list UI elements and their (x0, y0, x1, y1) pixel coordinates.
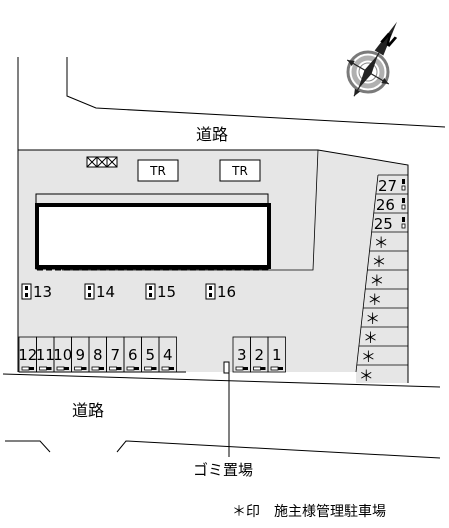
parking-space-number: 16 (217, 283, 236, 301)
transformer-2-label: TR (231, 164, 248, 178)
owner-managed-mark: ＊ (365, 310, 380, 328)
parking-space-number: 10 (53, 346, 72, 364)
parking-space: ＊ (361, 326, 408, 347)
parking-space: 4 (158, 336, 177, 373)
parking-space-number: 15 (157, 283, 176, 301)
parking-space: 26 (375, 193, 408, 214)
transformer-1-box (137, 159, 179, 182)
parking-space: 1 (267, 336, 286, 373)
parking-space: 15 (145, 283, 176, 301)
compass-icon: N (346, 21, 400, 97)
parking-space: ＊ (367, 269, 408, 290)
parking-space-number: 5 (145, 346, 155, 364)
parking-space: 14 (84, 283, 115, 301)
parking-space-number: 1 (272, 346, 282, 364)
parking-space-number: 6 (128, 346, 138, 364)
top-road-edge (66, 57, 446, 128)
owner-managed-mark: ＊ (367, 291, 382, 309)
parking-marker (84, 283, 95, 300)
parking-marker (21, 283, 32, 300)
upper-parking-row: 13 14 15 16 (21, 283, 236, 301)
parking-space: 27 (378, 174, 408, 195)
parking-space: ＊ (369, 250, 408, 271)
owner-managed-mark: ＊ (361, 348, 376, 366)
garbage-area-label: ゴミ置場 (193, 461, 253, 479)
parking-space-number: 26 (376, 196, 395, 214)
owner-managed-mark: ＊ (369, 272, 384, 290)
parking-space: 25 (373, 212, 408, 233)
transformer-1-label: TR (149, 164, 166, 178)
owner-managed-mark: ＊ (372, 253, 387, 271)
parking-space: ＊ (371, 231, 408, 252)
bottom-road-upper-edge (2, 373, 441, 388)
parking-space: ＊ (356, 364, 408, 385)
parking-space-number: 11 (36, 346, 55, 364)
parking-marker (145, 283, 156, 300)
parking-space: 16 (205, 283, 236, 301)
garbage-area-marker (223, 361, 230, 374)
parking-space-number: 3 (237, 346, 247, 364)
parking-space: 13 (21, 283, 52, 301)
transformer-2-box (219, 159, 261, 182)
parking-space-number: 8 (93, 346, 103, 364)
owner-managed-mark: ＊ (374, 234, 389, 252)
parking-space-number: 25 (374, 215, 393, 233)
parking-space-number: 27 (378, 177, 397, 195)
owner-managed-mark: ＊ (359, 367, 374, 385)
top-road-label: 道路 (196, 125, 228, 144)
bottom-road-lower-left (5, 440, 51, 453)
utility-box (86, 156, 118, 168)
parking-column-edge (355, 174, 379, 373)
bottom-road-lower-right (116, 440, 441, 459)
parking-space-number: 9 (75, 346, 85, 364)
parking-space-number: 4 (163, 346, 173, 364)
parking-marker (205, 283, 216, 300)
building (35, 203, 271, 269)
legend-text: ＊印 施主様管理駐車場 (232, 503, 386, 520)
parking-space: ＊ (358, 345, 408, 366)
parking-space-number: 14 (96, 283, 115, 301)
parking-space-number: 13 (33, 283, 52, 301)
parking-space: ＊ (365, 288, 408, 309)
owner-managed-mark: ＊ (363, 329, 378, 347)
parking-space: ＊ (363, 307, 408, 328)
parking-space-number: 12 (18, 346, 37, 364)
parking-space-number: 2 (254, 346, 264, 364)
parking-space-number: 7 (110, 346, 120, 364)
bottom-road-label: 道路 (72, 401, 104, 420)
parking-space: 12 (18, 336, 37, 373)
